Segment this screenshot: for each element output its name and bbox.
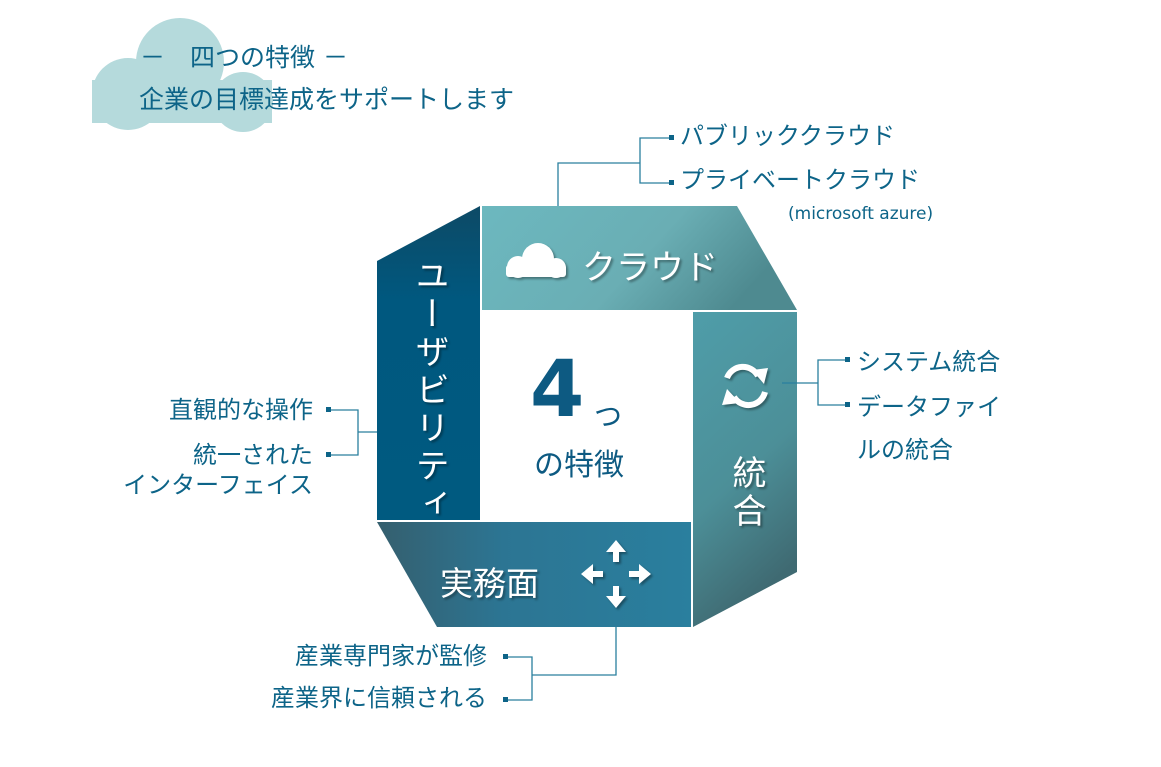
center-suffix: つ (594, 400, 623, 433)
cloud-icon (506, 243, 566, 278)
practice-note-2: 産業界に信頼される (271, 684, 487, 712)
cloud-note-sub: (microsoft azure) (788, 204, 934, 224)
cloud-label: クラウド (582, 248, 718, 288)
header-subtitle: 企業の目標達成をサポートします (139, 85, 515, 114)
sync-icon (722, 363, 768, 409)
cloud-note-2: プライベートクラウド (680, 166, 920, 194)
integration-note-2: データファイ (857, 393, 1001, 421)
header-cloud-shape (92, 18, 273, 132)
cloud-segment (482, 206, 797, 310)
connector-lines (328, 137, 848, 701)
bullet-squares (326, 135, 850, 702)
practice-note-1: 産業専門家が監修 (295, 642, 487, 670)
integration-segment (693, 312, 797, 627)
practice-label: 実務面 (440, 564, 539, 603)
move-arrows-icon (581, 540, 651, 608)
usability-note-2: 統一された (193, 441, 313, 469)
usability-note-1: 直観的な操作 (169, 396, 313, 424)
cloud-note-1: パブリッククラウド (680, 122, 896, 150)
header-title: － 四つの特徴 － (140, 43, 348, 72)
center-caption: の特徴 (534, 448, 624, 483)
integration-label: 統合 (726, 455, 766, 531)
usability-segment (377, 206, 480, 520)
usability-note-3: インターフェイス (123, 471, 313, 499)
center-number: 4 (530, 345, 585, 435)
integration-note-1: システム統合 (857, 348, 1001, 376)
integration-note-3: ルの統合 (857, 436, 953, 464)
usability-label: ユーザビリティ (409, 258, 449, 524)
